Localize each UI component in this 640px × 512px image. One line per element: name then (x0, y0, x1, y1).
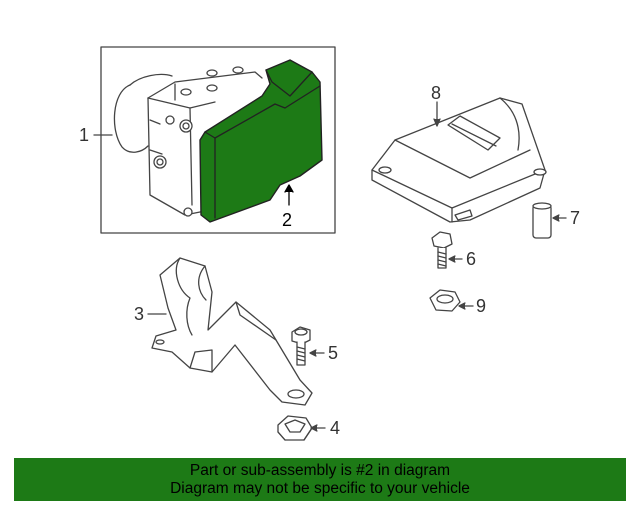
callout-8: 8 (431, 83, 441, 103)
banner-line-2: Diagram may not be specific to your vehi… (170, 480, 470, 497)
callout-9: 9 (476, 296, 486, 316)
spacer-sleeve (532, 202, 567, 239)
info-banner: Part or sub-assembly is #2 in diagram Di… (14, 458, 626, 501)
callout-6: 6 (466, 249, 476, 269)
callout-5: 5 (328, 343, 338, 363)
callout-4: 4 (330, 418, 340, 438)
callout-2: 2 (282, 210, 292, 230)
bolt-6 (431, 231, 463, 269)
nut-9 (429, 289, 474, 312)
callout-3: 3 (134, 304, 144, 324)
leader-arrow-2 (284, 184, 294, 193)
abs-control-module (199, 59, 323, 223)
banner-line-1: Part or sub-assembly is #2 in diagram (189, 462, 451, 479)
callout-7: 7 (570, 208, 580, 228)
abs-hydraulic-unit (113, 66, 263, 217)
callout-1: 1 (79, 125, 89, 145)
mounting-bracket (147, 257, 313, 406)
control-unit-bracket (371, 97, 547, 223)
bolt-5 (291, 326, 325, 366)
nut-4 (277, 415, 326, 441)
